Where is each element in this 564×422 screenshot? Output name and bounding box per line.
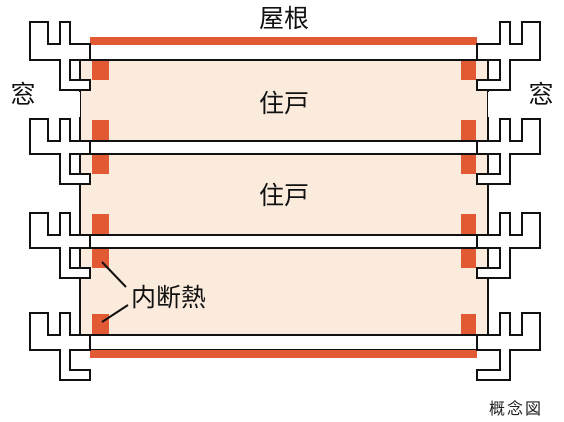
insulation-block <box>461 314 476 334</box>
leader-line-lower <box>101 304 129 323</box>
junction-right-1 <box>476 21 541 91</box>
room-middle <box>79 153 489 236</box>
insulation-block <box>92 249 109 268</box>
insulation-block <box>461 61 476 80</box>
roof-insulation-band <box>90 37 477 45</box>
roof-label: 屋根 <box>259 4 309 33</box>
insulation-block <box>92 155 109 174</box>
insulation-block <box>461 155 476 174</box>
insulation-block <box>461 214 476 234</box>
junction-left-4 <box>29 312 91 381</box>
window-left-gap <box>60 92 80 117</box>
junction-left-1 <box>29 21 91 91</box>
junction-right-3 <box>476 212 541 279</box>
floor-slab-3 <box>79 334 489 351</box>
junction-right-4 <box>476 312 541 381</box>
window-label-left: 窓 <box>10 80 35 109</box>
leader-line-upper <box>101 261 127 288</box>
unit-label-middle: 住戸 <box>259 181 309 210</box>
junction-left-3 <box>29 212 91 279</box>
window-label-right: 窓 <box>528 80 553 109</box>
insulation-block <box>92 214 109 234</box>
caption-concept-diagram: 概念図 <box>489 399 544 418</box>
floor-slab-1 <box>79 140 489 155</box>
internal-insulation-label: 内断熱 <box>131 283 206 312</box>
room-top <box>79 59 489 142</box>
base-insulation-band <box>90 350 477 358</box>
unit-label-top: 住戸 <box>259 89 309 118</box>
floor-slab-2 <box>79 234 489 249</box>
insulation-block <box>92 314 109 334</box>
roof-slab <box>79 43 489 61</box>
insulation-block <box>92 61 109 80</box>
junction-right-2 <box>476 118 541 185</box>
insulation-block <box>461 120 476 140</box>
window-right-gap <box>488 92 510 117</box>
insulation-block <box>92 120 109 140</box>
junction-left-2 <box>29 118 91 185</box>
insulation-block <box>461 249 476 268</box>
